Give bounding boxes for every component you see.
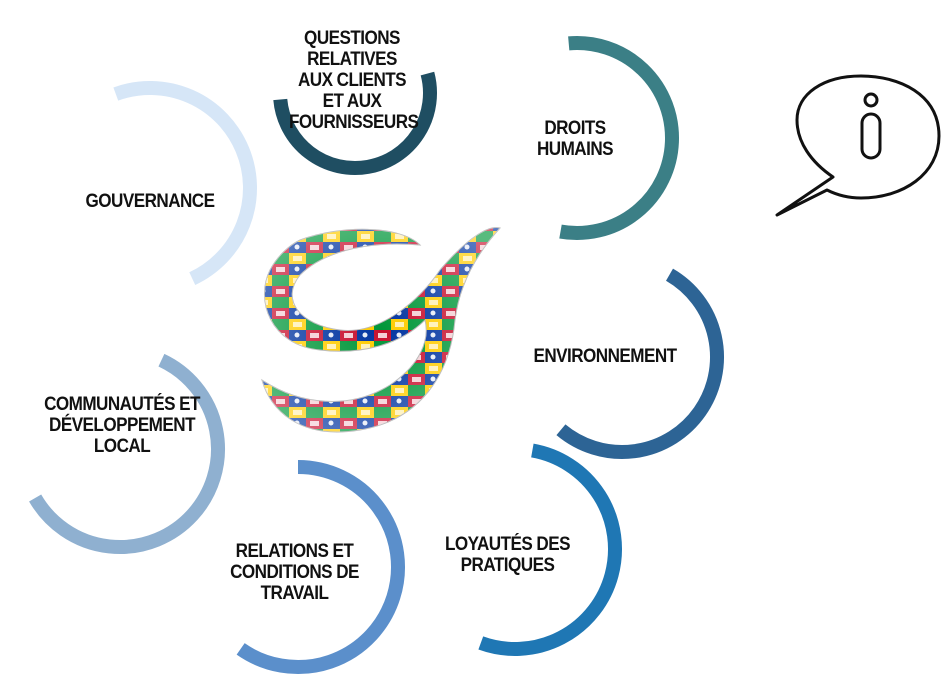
topic-arc-relations [236, 460, 405, 674]
topic-label-line: TRAVAIL [260, 583, 329, 604]
topic-arc-environnement [556, 268, 724, 459]
topic-label-line: GOUVERNANCE [85, 191, 216, 212]
topic-arc-communautes [29, 353, 225, 554]
topic-label-line: DROITS [544, 118, 606, 139]
topic-label-line: LOYAUTÉS DES [445, 534, 571, 555]
topic-label-line: CONDITIONS DE [230, 562, 359, 583]
topic-arc-droits [559, 36, 679, 240]
topic-label-line: QUESTIONS [304, 28, 400, 49]
flags-swirl-logo [261, 227, 501, 433]
topic-label-line: COMMUNAUTÉS ET [44, 394, 200, 415]
info-button[interactable]: i [775, 74, 941, 220]
topic-label-line: RELATIONS ET [235, 541, 354, 562]
topic-label-line: PRATIQUES [460, 555, 555, 576]
topic-label-line: AUX CLIENTS [297, 70, 407, 91]
info-symbol: i [775, 74, 776, 75]
topic-label-environnement: ENVIRONNEMENT [529, 346, 682, 367]
topic-label-line: ET AUX [322, 91, 382, 112]
topic-arc-gouvernance [113, 81, 257, 285]
topic-label-line: HUMAINS [536, 139, 614, 160]
topic-label-line: FOURNISSEURS [289, 112, 419, 133]
topic-label-line: ENVIRONNEMENT [533, 346, 677, 367]
topic-arc-clients [273, 71, 437, 175]
topic-label-line: RELATIVES [307, 49, 397, 70]
info-speech-bubble-icon: i [775, 74, 941, 217]
topic-label-line: LOCAL [93, 436, 151, 457]
topic-arc-loyautes [478, 443, 622, 656]
topic-label-gouvernance: GOUVERNANCE [74, 191, 227, 212]
topic-label-line: DÉVELOPPEMENT [49, 415, 195, 436]
